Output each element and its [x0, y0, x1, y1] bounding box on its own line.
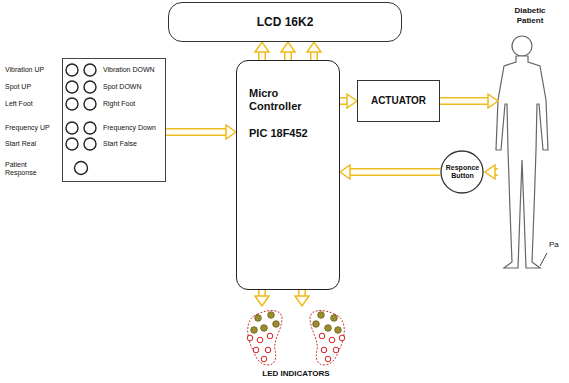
led-dot [247, 335, 253, 341]
node-text: LCD 16K2 [257, 15, 314, 29]
led-indicator-group: LED INDICATORS [226, 306, 366, 381]
arrow-body [440, 99, 488, 104]
led-dot [329, 337, 335, 343]
led-dot [325, 325, 332, 332]
button-panel: Vibration UPVibration DOWNSpot UPSpot DO… [62, 58, 166, 182]
push-button [66, 64, 78, 76]
patient-node: Diabetic Patient [498, 4, 562, 280]
led-dot [319, 333, 325, 339]
node-text: Start Real [5, 140, 60, 148]
node-text: Left Foot [5, 100, 60, 108]
led-dot [333, 347, 339, 353]
led-dot [273, 321, 280, 328]
node-text: Vibration DOWN [103, 66, 165, 74]
node-text: LED INDICATORS [262, 369, 329, 379]
arrow-head [307, 42, 321, 52]
arrow-body [495, 170, 498, 175]
arrow-body [286, 52, 291, 60]
led-dot [267, 333, 273, 339]
led-dot [318, 312, 325, 319]
signal-arrow [350, 172, 440, 173]
node-text: Patient Response [5, 161, 39, 178]
signal-arrow [340, 101, 347, 102]
node-text: Spot DOWN [103, 83, 165, 91]
figure-head [512, 36, 532, 56]
push-button [66, 122, 78, 134]
push-button [66, 98, 78, 110]
node-text: Spot UP [5, 83, 60, 91]
push-button [84, 81, 96, 93]
cut-label: Pa [549, 240, 559, 250]
arrow-outline [350, 168, 440, 176]
response-button: Responce Button [440, 150, 485, 194]
push-button [84, 64, 96, 76]
led-dot [251, 327, 258, 334]
controller-box: Micro ControllerPIC 18F452 [236, 60, 340, 290]
push-button [84, 122, 96, 134]
arrow-body [260, 290, 265, 296]
leader-line [540, 253, 547, 266]
push-button [84, 98, 96, 110]
foot-outline [248, 311, 282, 365]
patient-figure [496, 36, 548, 268]
node-text: Right Foot [103, 100, 165, 108]
arrow-body [350, 170, 440, 175]
push-button [66, 138, 78, 150]
arrow-head [255, 42, 269, 52]
node-text: Frequency Down [103, 124, 165, 132]
led-dot [325, 356, 331, 362]
arrow-body [340, 99, 347, 104]
arrow-outline [440, 97, 488, 105]
signal-arrow [262, 290, 263, 296]
arrow-outline [284, 52, 292, 60]
led-dot [257, 337, 263, 343]
node-text: Diabetic Patient [508, 6, 552, 25]
push-button [84, 138, 96, 150]
signal-arrow [288, 52, 289, 60]
node-text: Micro Controller [249, 87, 309, 113]
node-text: PIC 18F452 [249, 127, 308, 140]
led-dot [321, 347, 327, 353]
node-text: Vibration UP [5, 66, 60, 74]
led-dot [335, 327, 342, 334]
push-button [75, 162, 88, 175]
figure-body [496, 56, 548, 268]
signal-arrow [495, 172, 498, 173]
arrow-outline [258, 290, 266, 296]
led-dot [313, 321, 320, 328]
actuator-box: ACTUATOR [357, 80, 440, 122]
led-dot [268, 312, 275, 319]
arrow-outline [166, 128, 226, 136]
led-dot [261, 356, 267, 362]
led-dot [339, 335, 345, 341]
led-dot [331, 315, 338, 322]
arrow-shaft [260, 52, 265, 61]
arrow-shaft [312, 52, 317, 61]
arrow-head [295, 296, 309, 306]
node-text: Frequency UP [5, 124, 60, 132]
led-dot [253, 347, 259, 353]
arrow-outline [495, 168, 498, 176]
led-dot [265, 347, 271, 353]
node-text: Start False [103, 140, 165, 148]
led-dot [261, 325, 268, 332]
arrow-outline [340, 97, 347, 105]
foot-outline [310, 311, 344, 365]
led-dot [255, 315, 262, 322]
arrow-body [166, 130, 226, 135]
feet-illustration [247, 311, 345, 365]
display-box: LCD 16K2 [168, 2, 402, 42]
node-text: Responce Button [444, 164, 482, 181]
node-text: ACTUATOR [371, 95, 426, 107]
signal-arrow [440, 101, 488, 102]
signal-arrow [166, 132, 226, 133]
button-circle [441, 151, 483, 193]
push-button [66, 81, 78, 93]
